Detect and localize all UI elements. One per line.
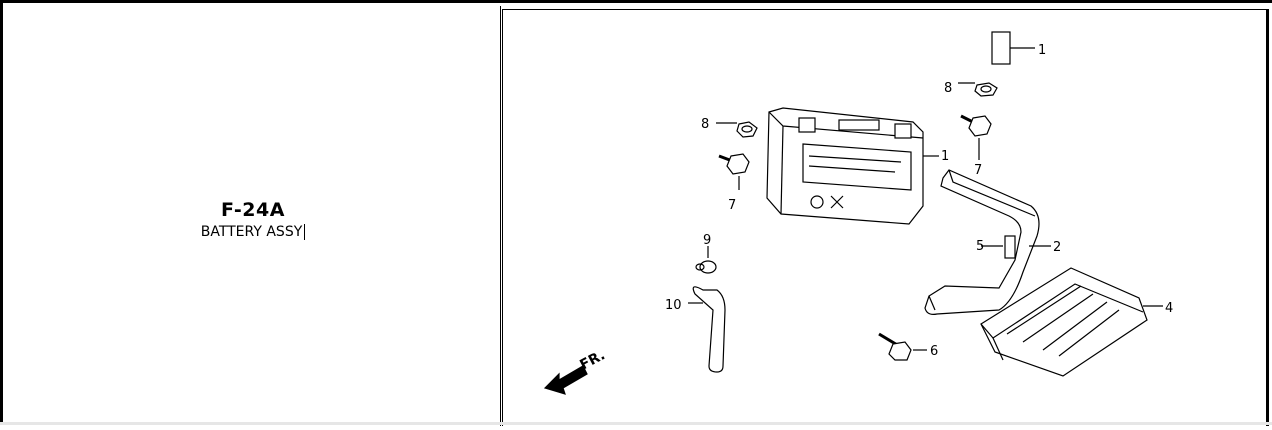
part-7-bolt-right: [960, 114, 992, 160]
bottom-rule: [0, 422, 1272, 425]
callout-7-right: 7: [974, 163, 982, 178]
part-6-bolt: [878, 332, 927, 361]
part-9-clip: [695, 246, 717, 274]
part-8-nut-left: [716, 121, 758, 138]
callout-6: 6: [930, 344, 938, 359]
part-7-bolt-left: [718, 153, 750, 190]
part-8-nut-right: [958, 82, 998, 97]
front-direction-label: FR.: [577, 347, 607, 373]
callout-7-left: 7: [728, 198, 736, 213]
callout-5: 5: [976, 239, 984, 254]
figure-code: F-24A: [221, 199, 285, 221]
part-1-battery: [766, 107, 939, 225]
callout-8-left: 8: [701, 117, 709, 132]
figure-title-block: F-24A BATTERY ASSY: [6, 199, 500, 240]
callout-8-right: 8: [944, 81, 952, 96]
figure-name[interactable]: BATTERY ASSY: [201, 224, 306, 240]
part-10-breather-hose: [688, 286, 726, 373]
callout-1: 1: [941, 149, 949, 164]
part-2-bracket: [924, 169, 1051, 315]
exploded-diagram-cell: 1 8 8 1 7 7 5 2 9 10 4 6 FR.: [502, 9, 1269, 426]
callout-4: 4: [1165, 301, 1173, 316]
figure-caption-cell: F-24A BATTERY ASSY: [6, 6, 501, 426]
part-4-tray: [980, 267, 1163, 377]
exploded-parts-diagram: 1 8 8 1 7 7 5 2 9 10 4 6 FR.: [543, 31, 1173, 395]
callout-3: 1: [1038, 43, 1046, 58]
callout-9: 9: [703, 233, 711, 248]
callout-2: 2: [1053, 240, 1061, 255]
part-3-pad: [991, 31, 1035, 65]
front-direction-arrow-icon: [543, 365, 588, 395]
callout-10: 10: [665, 298, 682, 313]
